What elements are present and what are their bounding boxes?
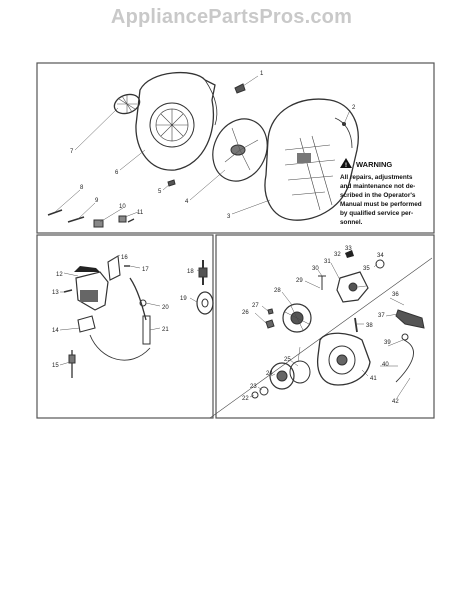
spark-plug-boot-part — [107, 255, 121, 281]
callout-24: 24 — [266, 371, 273, 377]
callout-16: 16 — [121, 255, 128, 261]
fan-impeller-part — [212, 118, 268, 182]
callout-34: 34 — [377, 253, 384, 259]
right-panel-frame — [215, 234, 435, 419]
callout-14: 14 — [52, 328, 59, 334]
top-panel-drawing — [47, 71, 359, 228]
callout-3: 3 — [227, 214, 231, 220]
right-panel-drawing — [209, 250, 433, 419]
callout-4: 4 — [185, 199, 189, 205]
callout-37: 37 — [378, 313, 385, 319]
callout-36: 36 — [392, 292, 399, 298]
callout-21: 21 — [162, 327, 169, 333]
left-panel-leaders — [59, 254, 204, 366]
callout-31: 31 — [324, 259, 331, 265]
oil-seal-part — [196, 291, 214, 315]
warning-notice: ! WARNING All repairs, adjustments and m… — [340, 158, 422, 226]
warning-line-5: by qualified service per- — [340, 210, 413, 217]
callout-11: 11 — [137, 210, 144, 216]
callout-33: 33 — [345, 246, 352, 252]
callout-8: 8 — [80, 185, 84, 191]
callout-18: 18 — [187, 269, 194, 275]
ratchet-part — [336, 271, 369, 303]
callout-27: 27 — [252, 303, 259, 309]
callout-42: 42 — [392, 399, 399, 405]
callout-40: 40 — [382, 362, 389, 368]
left-panel-frame — [36, 234, 214, 419]
starter-pulley-part — [269, 362, 295, 390]
callout-22: 22 — [242, 396, 249, 402]
callout-26: 26 — [242, 310, 249, 316]
callout-29: 29 — [296, 278, 303, 284]
callout-17: 17 — [142, 267, 149, 273]
starter-handle-part — [395, 309, 425, 329]
callout-19: 19 — [180, 296, 187, 302]
svg-text:!: ! — [345, 163, 347, 169]
callout-15: 15 — [52, 363, 59, 369]
callout-2: 2 — [352, 105, 356, 111]
callout-13: 13 — [52, 290, 59, 296]
callout-10: 10 — [119, 204, 126, 210]
flywheel-part — [282, 303, 312, 333]
warning-line-4: Manual must be performed — [340, 201, 422, 208]
callout-numbers: 1 2 3 4 5 6 7 8 9 10 11 12 13 14 15 16 1… — [52, 71, 399, 405]
callout-38: 38 — [366, 323, 373, 329]
callout-25: 25 — [284, 357, 291, 363]
blower-housing-part — [264, 98, 359, 221]
callout-23: 23 — [250, 384, 257, 390]
warning-line-1: All repairs, adjustments — [340, 174, 413, 181]
warning-line-3: scribed in the Operator's — [340, 192, 416, 199]
top-panel-frame — [36, 62, 435, 234]
callout-1: 1 — [260, 71, 264, 77]
callout-41: 41 — [370, 376, 377, 382]
callout-28: 28 — [274, 288, 281, 294]
callout-5: 5 — [158, 189, 162, 195]
warning-triangle-icon — [340, 158, 352, 168]
warning-line-6: sonnel. — [340, 219, 363, 226]
callout-12: 12 — [56, 272, 63, 278]
callout-9: 9 — [95, 198, 99, 204]
site-watermark: AppliancePartsPros.com — [110, 6, 353, 28]
warning-title: WARNING — [356, 160, 392, 169]
starter-housing-part — [316, 332, 371, 386]
callout-39: 39 — [384, 340, 391, 346]
warning-line-2: and maintenance not de- — [340, 183, 415, 190]
callout-30: 30 — [312, 266, 319, 272]
right-panel-leaders — [249, 254, 411, 399]
callout-32: 32 — [334, 252, 341, 258]
callout-6: 6 — [115, 170, 119, 176]
callout-7: 7 — [70, 149, 74, 155]
fan-housing-part — [135, 71, 216, 171]
top-panel-leaders — [54, 75, 351, 223]
left-panel-drawing — [63, 255, 214, 378]
callout-35: 35 — [363, 266, 370, 272]
callout-20: 20 — [162, 305, 169, 311]
